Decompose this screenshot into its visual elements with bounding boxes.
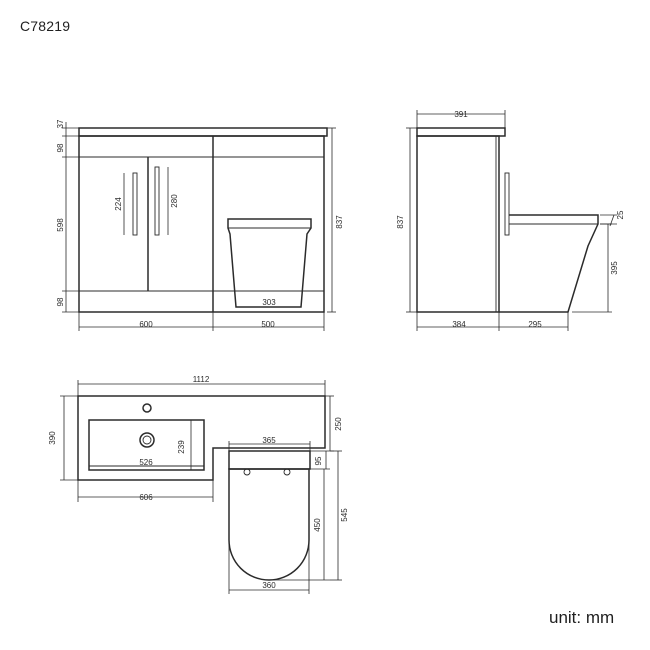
dim-top-to-cistern: 250: [334, 417, 343, 431]
door-handle-left: [132, 172, 138, 236]
side-view: 391 837 25 395 384 295: [396, 110, 625, 331]
dim-pan-projection: 295: [528, 320, 542, 329]
dim-cistern-depth: 95: [314, 456, 323, 465]
dim-basin-width: 600: [139, 320, 153, 329]
plan-basin-bowl: [88, 419, 205, 471]
dim-side-depth: 391: [454, 110, 468, 119]
side-toilet-pan: [499, 214, 599, 313]
side-worktop: [416, 127, 506, 137]
tap-hole: [142, 403, 152, 413]
dim-handle-right: 280: [170, 194, 179, 208]
dim-pan-width: 360: [262, 581, 276, 590]
door-handle-right: [154, 166, 160, 236]
dim-cistern-offset: 25: [616, 210, 625, 219]
front-toilet-pan: [227, 218, 312, 308]
front-carcass: [78, 135, 325, 313]
dim-basin-bowl-depth: 239: [177, 440, 186, 454]
dim-plinth: 98: [56, 297, 65, 306]
dim-pan-height: 395: [610, 261, 619, 275]
dim-unit-depth: 384: [452, 320, 466, 329]
side-carcass: [416, 135, 500, 313]
dim-cistern-width: 365: [262, 436, 276, 445]
unit-label: unit: mm: [549, 608, 615, 627]
dim-basin-unit-width: 606: [139, 493, 153, 502]
plan-view: 1112 390 526 239 606 250 365 95 450: [48, 375, 349, 594]
dim-pan-base: 303: [262, 298, 276, 307]
dim-handle-left: 224: [114, 197, 123, 211]
dim-pan-total: 545: [340, 508, 349, 522]
product-code: C78219: [20, 18, 71, 34]
plan-toilet-pan: [228, 468, 310, 581]
dim-side-overall-height: 837: [396, 215, 405, 229]
dim-overall-depth: 390: [48, 431, 57, 445]
dim-overall-width: 1112: [193, 375, 210, 384]
dim-top-thickness: 37: [56, 119, 65, 128]
side-handle: [504, 172, 510, 236]
plan-worktop-outline: [77, 395, 326, 481]
dim-wc-unit-width: 500: [261, 320, 275, 329]
dim-door-height: 598: [56, 218, 65, 232]
dim-pan-length: 450: [313, 518, 322, 532]
dim-top-rail: 98: [56, 143, 65, 152]
front-worktop: [78, 127, 328, 137]
dim-front-overall-height: 837: [335, 215, 344, 229]
basin-waste: [139, 432, 155, 448]
plan-cistern: [228, 450, 311, 470]
dim-basin-bowl-width: 526: [139, 458, 153, 467]
front-view: 37 98 598 98 837 224 280 303 600 500: [56, 119, 344, 331]
